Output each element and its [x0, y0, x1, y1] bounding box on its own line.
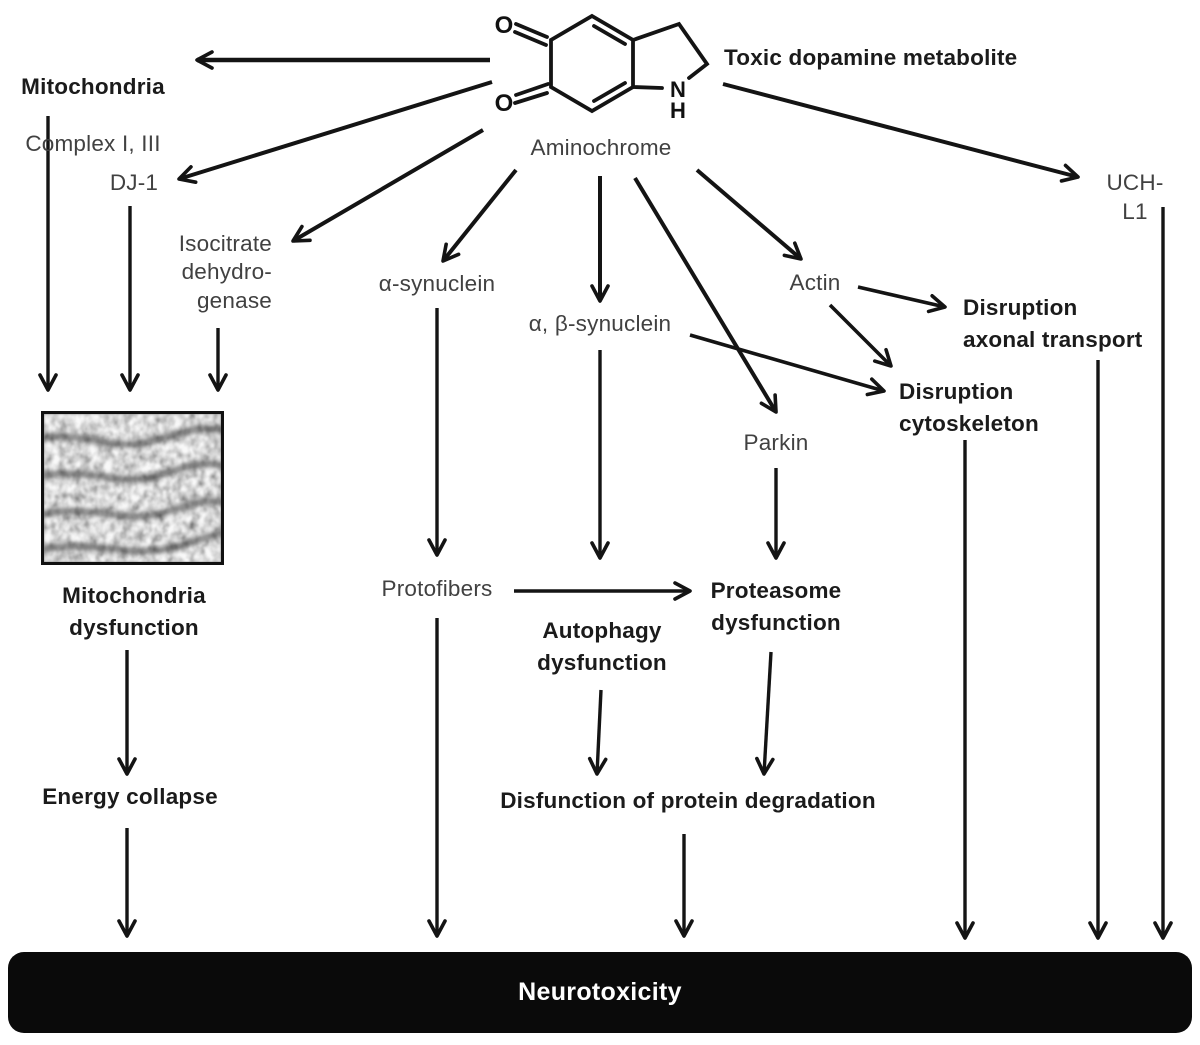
- node-mitochondria-dysfunction: Mitochondria dysfunction: [62, 583, 206, 640]
- node-actin: Actin: [789, 270, 841, 295]
- edges: [38, 50, 1173, 940]
- micrograph-texture: [44, 414, 221, 562]
- atom-oxygen-bottom: O: [495, 90, 514, 117]
- quinone-ring: [549, 13, 635, 114]
- pyrrolidine-ring: [631, 21, 710, 90]
- mitochondria-micrograph: [41, 411, 224, 565]
- edge-aminochrome-to-isocitrate: [291, 128, 485, 243]
- edge-aminochrome-to-dj1: [177, 80, 493, 185]
- double-bond-bottom: [592, 81, 627, 103]
- atom-hydrogen: H: [670, 98, 686, 123]
- node-autophagy-dysfunction: Autophagy dysfunction: [537, 618, 667, 675]
- edge-aminochrome-to-parkin: [633, 176, 778, 414]
- node-uch-l1: UCH-L1: [1106, 170, 1164, 224]
- node-aminochrome: Aminochrome: [530, 135, 672, 160]
- edge-aminochrome-to-uch-l1: [722, 82, 1080, 183]
- node-neurotoxicity: Neurotoxicity: [8, 952, 1192, 1033]
- node-alpha-beta-synuclein: α, β-synuclein: [528, 311, 672, 336]
- node-dj1: DJ-1: [109, 170, 159, 195]
- node-proteasome-dysfunction: Proteasome dysfunction: [710, 578, 842, 635]
- node-disruption-cytoskeleton: Disruption cytoskeleton: [899, 379, 1039, 436]
- double-bond-top: [592, 24, 627, 46]
- edge-actin-to-disruption-axonal-transport: [857, 285, 947, 314]
- node-protofibers: Protofibers: [381, 576, 493, 601]
- node-isocitrate-dehydrogenase: Isocitrate dehydro- genase: [178, 231, 272, 313]
- edge-aminochrome-to-alpha-synuclein: [441, 168, 518, 263]
- node-energy-collapse: Energy collapse: [42, 784, 218, 809]
- node-protein-degradation: Disfunction of protein degradation: [500, 788, 876, 813]
- micrograph-cristae: [44, 425, 221, 555]
- atom-nitrogen: N: [670, 77, 686, 102]
- node-parkin: Parkin: [743, 430, 809, 455]
- edge-autophagy-to-protein-degradation: [587, 689, 608, 776]
- edge-alpha-beta-synuclein-to-disruption-cytoskeleton: [689, 333, 886, 397]
- neurotoxicity-label: Neurotoxicity: [518, 978, 682, 1006]
- node-mitochondria-complex: Mitochondria Complex I, III: [21, 44, 165, 188]
- carbonyl-top: [513, 22, 549, 47]
- node-disruption-axonal-transport: Disruption axonal transport: [963, 295, 1143, 352]
- aminochrome-structure: O O N H: [495, 12, 710, 123]
- edge-actin-to-disruption-cytoskeleton: [828, 303, 893, 368]
- mitochondria-label: Mitochondria: [21, 73, 165, 99]
- node-alpha-synuclein: α-synuclein: [378, 271, 496, 296]
- edge-aminochrome-to-actin: [695, 168, 803, 261]
- atom-oxygen-top: O: [495, 12, 514, 39]
- edge-proteasome-to-protein-degradation: [755, 651, 775, 776]
- complex-label: Complex I, III: [25, 131, 161, 157]
- node-toxic-dopamine-metabolite: Toxic dopamine metabolite: [724, 45, 1018, 70]
- carbonyl-bottom: [513, 82, 550, 105]
